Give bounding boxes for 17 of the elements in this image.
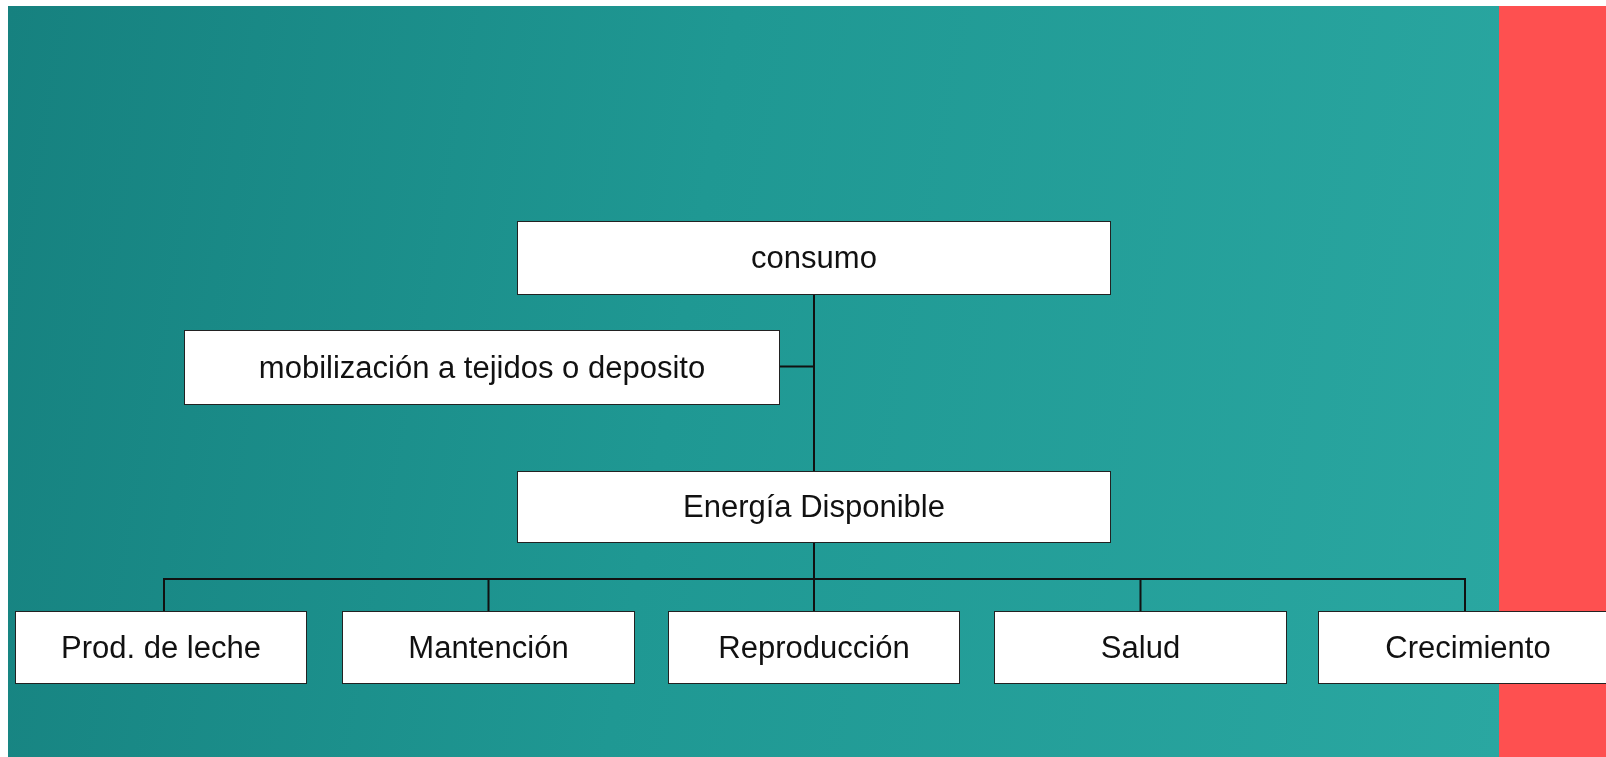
connector-line: [779, 365, 815, 472]
process-box: [15, 611, 307, 684]
process-box: [994, 611, 1287, 684]
process-box: [517, 221, 1111, 295]
process-box: [517, 471, 1111, 543]
box-label: consumo: [751, 240, 877, 276]
process-box: [1318, 611, 1606, 684]
box-label: Reproducción: [718, 629, 910, 666]
process-box: [342, 611, 635, 684]
process-box: [668, 611, 960, 684]
box-label: mobilización a tejidos o deposito: [258, 349, 706, 386]
box-label: Energía Disponible: [683, 489, 945, 525]
process-box: [184, 330, 780, 405]
box-label: Prod. de leche: [61, 629, 261, 666]
box-label: Mantención: [408, 629, 569, 666]
box-label: Salud: [1100, 629, 1181, 666]
box-label: Crecimiento: [1385, 629, 1551, 666]
